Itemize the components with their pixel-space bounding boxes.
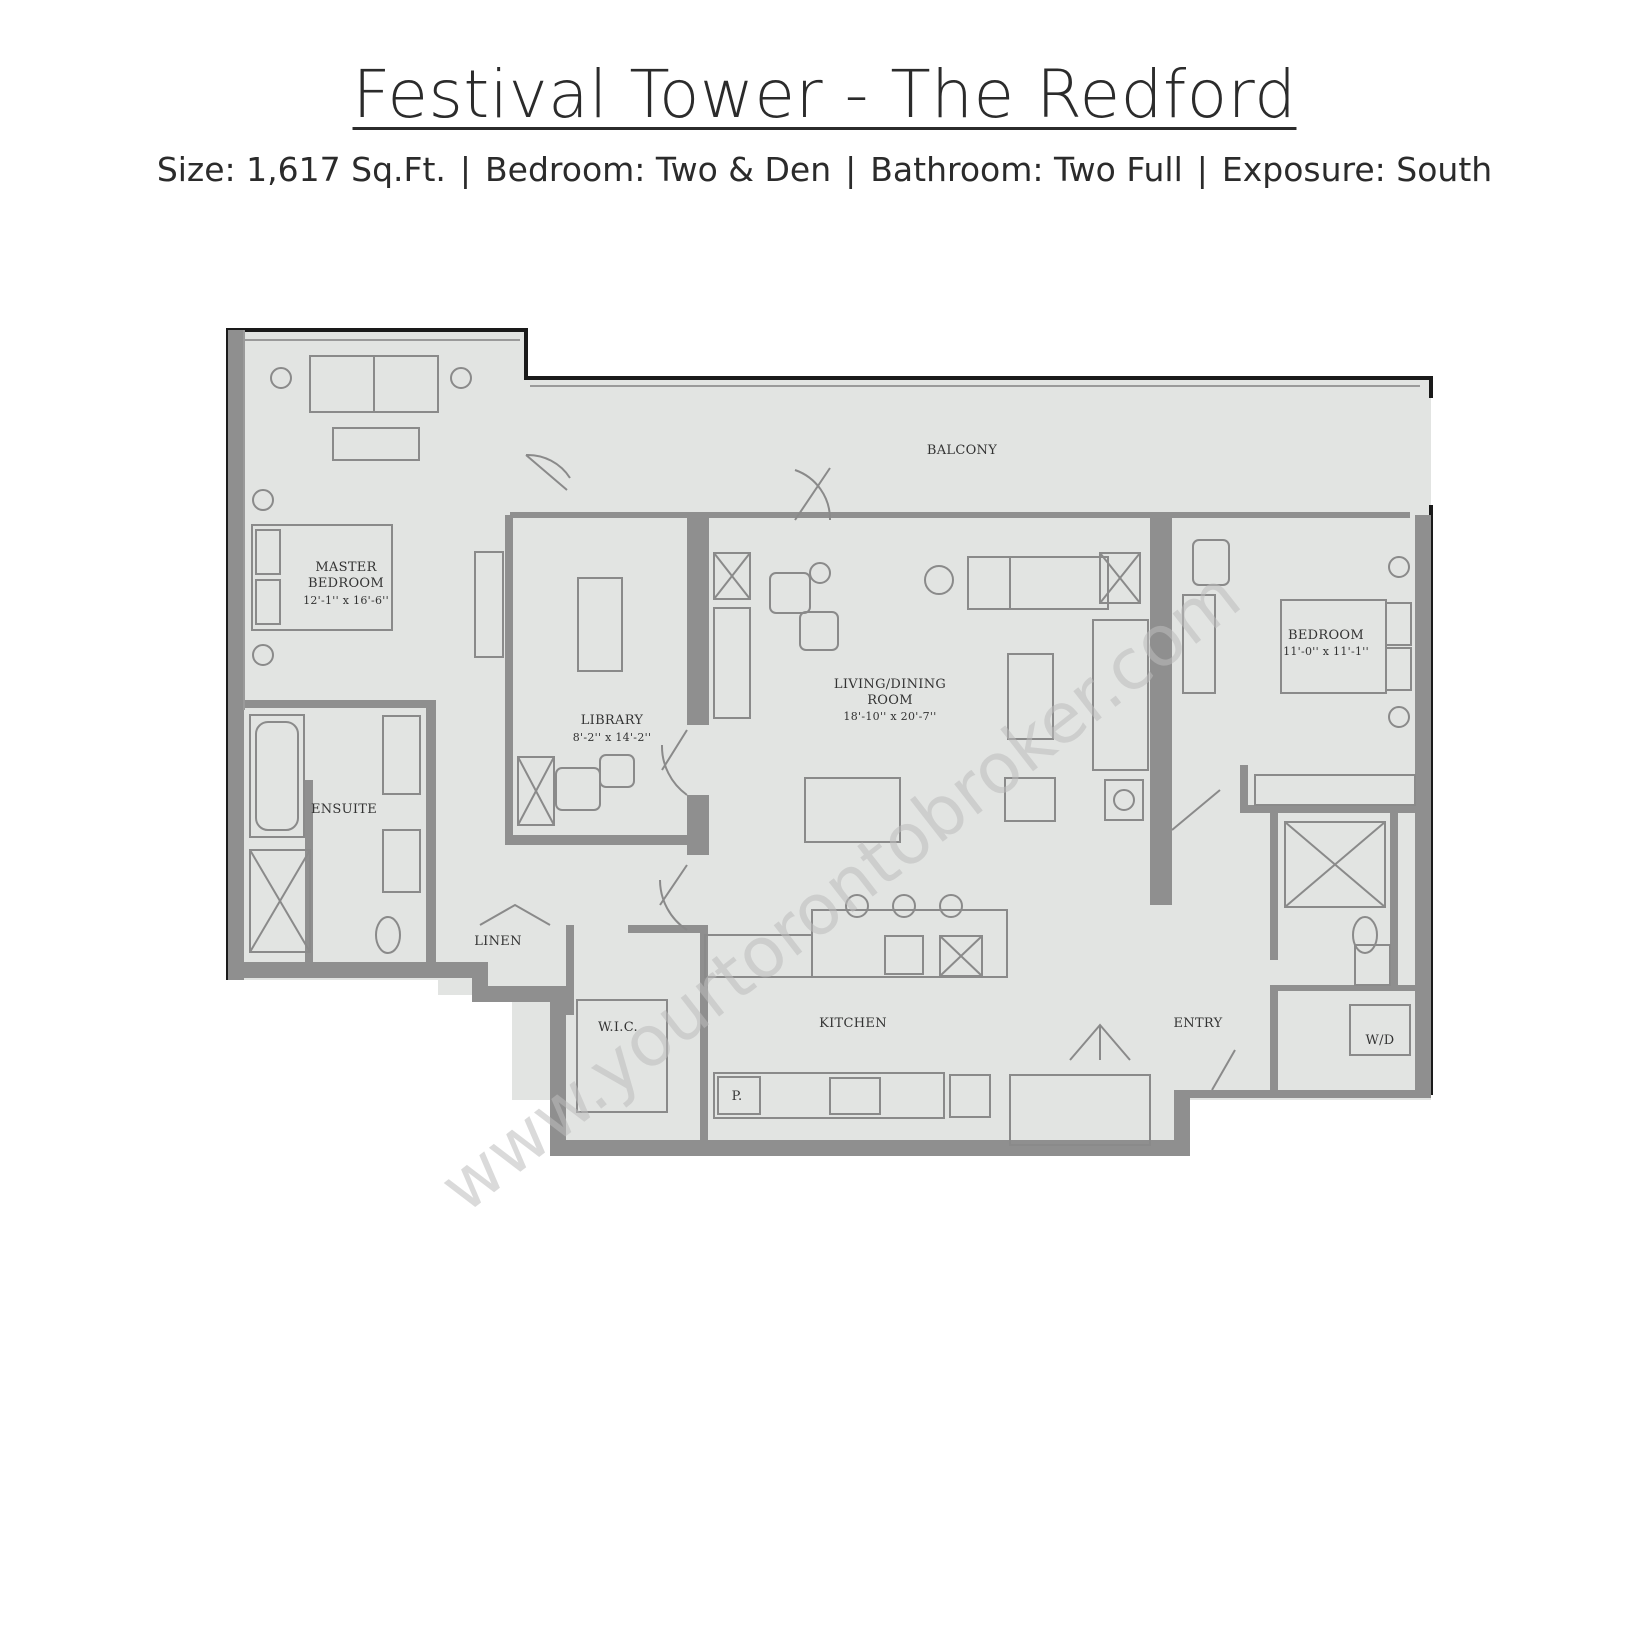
spec-bathroom: Bathroom: Two Full — [870, 150, 1183, 189]
spec-size: Size: 1,617 Sq.Ft. — [156, 150, 446, 189]
label-entry: ENTRY — [1173, 1016, 1222, 1031]
spec-separator: | — [1196, 150, 1208, 189]
unit-specs: Size: 1,617 Sq.Ft. | Bedroom: Two & Den | Ba… — [0, 150, 1649, 189]
page-title-text: Festival Tower - The Redford — [352, 56, 1297, 133]
label-living-2: ROOM — [867, 693, 913, 708]
label-bedroom: BEDROOM — [1288, 628, 1364, 643]
windows — [243, 330, 1420, 710]
spec-exposure: Exposure: South — [1221, 150, 1493, 189]
label-linen: LINEN — [474, 934, 522, 949]
room-labels: BALCONY MASTER BEDROOM 12'-1'' x 16'-6''… — [303, 443, 1394, 1104]
label-living-dim: 18'-10'' x 20'-7'' — [843, 710, 936, 723]
label-ensuite: ENSUITE — [311, 802, 377, 817]
floor-area — [228, 330, 1431, 1155]
label-wic: W.I.C. — [598, 1020, 638, 1035]
label-library: LIBRARY — [581, 713, 644, 728]
label-wd: W/D — [1365, 1033, 1394, 1048]
label-bedroom-dim: 11'-0'' x 11'-1'' — [1283, 645, 1369, 658]
label-living-1: LIVING/DINING — [834, 677, 946, 692]
spec-bedroom: Bedroom: Two & Den — [485, 150, 832, 189]
label-kitchen: KITCHEN — [819, 1016, 887, 1031]
label-pantry: P. — [732, 1089, 743, 1104]
spec-separator: | — [459, 150, 472, 189]
interior-walls — [228, 330, 1431, 1156]
label-master-dim: 12'-1'' x 16'-6'' — [303, 594, 389, 607]
page-title: Festival Tower - The Redford — [0, 56, 1649, 133]
label-balcony: BALCONY — [927, 443, 997, 458]
label-master-1: MASTER — [315, 560, 377, 575]
label-master-2: BEDROOM — [308, 576, 384, 591]
furniture-fixtures — [249, 355, 1416, 1146]
spec-separator: | — [845, 150, 857, 189]
label-library-dim: 8'-2'' x 14'-2'' — [573, 731, 652, 744]
